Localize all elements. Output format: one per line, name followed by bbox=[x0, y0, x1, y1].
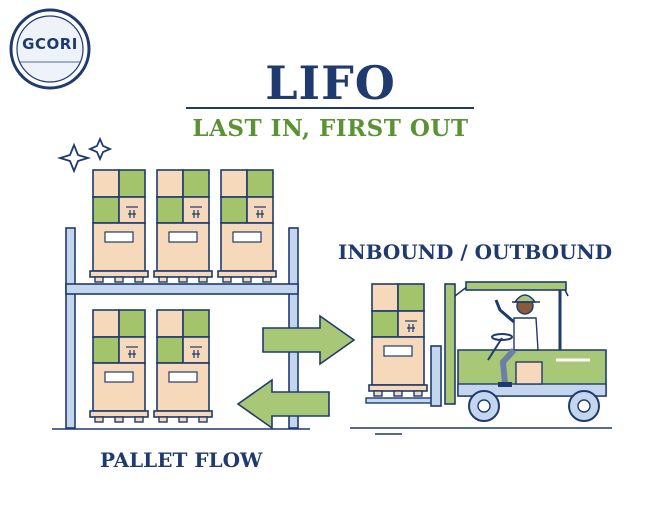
pallet-stack bbox=[89, 309, 149, 423]
pallet-stack bbox=[153, 169, 213, 283]
arrow-left-icon bbox=[236, 378, 330, 430]
pallet-stack bbox=[89, 169, 149, 283]
page-title: LIFO bbox=[265, 56, 396, 110]
pallet-stack bbox=[217, 169, 277, 283]
gcori-logo bbox=[9, 8, 91, 90]
pallet-stack bbox=[153, 309, 213, 423]
arrow-right-icon bbox=[262, 314, 356, 366]
title-divider bbox=[186, 107, 474, 109]
page-subtitle: LAST IN, FIRST OUT bbox=[192, 115, 469, 142]
forklift bbox=[350, 281, 612, 435]
pallet-flow-label: PALLET FLOW bbox=[100, 448, 263, 472]
sparkle-icon bbox=[56, 136, 113, 174]
inbound-outbound-label: INBOUND / OUTBOUND bbox=[338, 240, 613, 264]
forklift-load bbox=[368, 283, 428, 397]
logo-text: GCORI bbox=[22, 35, 78, 53]
